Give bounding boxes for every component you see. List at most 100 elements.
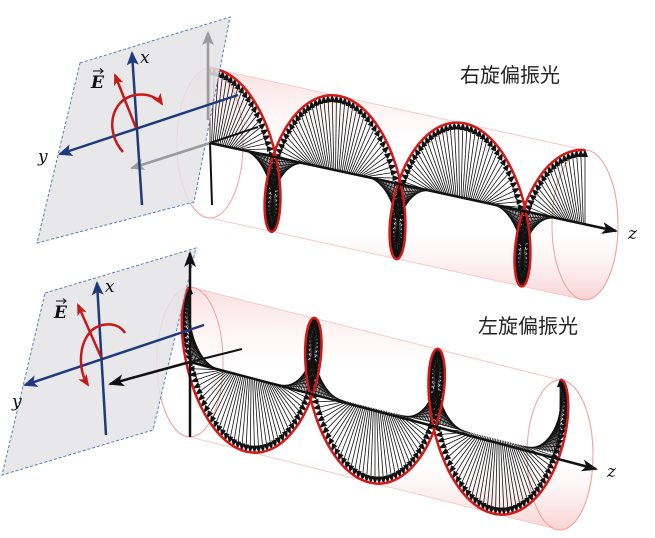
field-vector-arrow (348, 114, 370, 174)
field-vector-arrow (221, 81, 241, 146)
field-vector-arrow (340, 98, 352, 172)
field-vector-arrow (314, 401, 348, 416)
field-vector-arrow (190, 370, 224, 383)
field-vector-arrow (282, 132, 314, 166)
field-vector-arrow (234, 122, 267, 149)
x-axis-label: x (105, 277, 115, 297)
field-vector-arrow (227, 375, 244, 445)
field-vector-arrow (421, 139, 446, 195)
field-vector-arrow (540, 173, 568, 222)
field-vector-arrow (239, 376, 249, 452)
field-vector-arrow (285, 126, 315, 167)
field-vector-arrow (462, 435, 485, 494)
field-vector-arrow (387, 411, 409, 473)
field-vector-arrow (537, 178, 566, 221)
x-reference-axis (209, 126, 259, 144)
field-vector-arrow (223, 374, 242, 442)
field-vector-arrow (237, 135, 272, 150)
field-vector-arrow (465, 436, 487, 499)
field-vector-arrow (448, 434, 479, 474)
field-vector-arrow (344, 405, 365, 470)
field-vector-arrow (558, 155, 576, 223)
field-vector-arrow (477, 152, 504, 202)
field-vector-arrow (472, 138, 493, 201)
field-vector-arrow (569, 150, 581, 224)
field-vector-arrow (231, 375, 246, 448)
field-vector-arrow (468, 131, 486, 200)
field-vector-arrow (443, 123, 455, 197)
field-vector-arrow (291, 117, 318, 167)
field-vector-arrow (329, 94, 336, 171)
field-vector-arrow (458, 435, 484, 490)
x-axis-label: x (140, 48, 150, 68)
field-vector-arrow (516, 443, 544, 490)
z-axis (209, 141, 618, 234)
field-vector-arrow (475, 147, 500, 202)
field-vector-arrow (504, 441, 519, 513)
field-vector-arrow (439, 124, 454, 197)
field-vector-arrow (298, 109, 322, 168)
field-vector-arrow (240, 145, 275, 152)
field-vector-arrow (235, 376, 247, 450)
field-vector-arrow (517, 444, 547, 486)
x-reference-axis-vertical (209, 142, 213, 206)
field-label: E (90, 73, 105, 93)
field-vector-arrow (394, 188, 429, 195)
field-vector-arrow (317, 96, 330, 170)
field-vector-arrow (268, 162, 303, 169)
field-vector-arrow (432, 129, 451, 196)
field-vector-arrow (354, 134, 384, 175)
field-vector-arrow (503, 440, 515, 515)
field-vector-arrow (447, 122, 457, 197)
field-vector-arrow (501, 440, 511, 516)
field-vector-arrow (565, 151, 579, 224)
x-reference-axis-short (189, 348, 243, 363)
z-axis-label: z (606, 462, 617, 482)
field-vector-arrow (220, 374, 241, 438)
field-vector-arrow (194, 370, 228, 396)
field-vector-arrow (182, 342, 215, 369)
field-vector-arrow (330, 403, 358, 452)
field-vector-arrow (478, 157, 507, 203)
field-vector-arrow (268, 381, 295, 431)
y-axis-label: y (11, 392, 22, 412)
field-vector-arrow (216, 373, 239, 434)
field-vector-arrow (463, 124, 474, 199)
field-vector-arrow (255, 378, 266, 453)
field-vector-arrow (266, 381, 292, 435)
field-vector-arrow (465, 126, 478, 200)
field-vector-arrow (359, 152, 393, 177)
field-vector-arrow (271, 382, 302, 422)
field-vector-arrow (270, 382, 298, 427)
field-vector-arrow (313, 98, 328, 169)
y-axis (23, 323, 205, 387)
field-vector-arrow (417, 143, 444, 195)
field-vector-arrow (222, 85, 244, 146)
field-vector-arrow (518, 217, 553, 225)
field-vector-arrow (544, 169, 570, 222)
field-vector-arrow (430, 415, 464, 432)
field-vector-arrow (517, 217, 551, 230)
ghost-y-axis (130, 141, 211, 171)
field-vector-arrow (351, 123, 378, 175)
helix-rings (180, 285, 570, 516)
field-vector-arrow (455, 121, 462, 198)
field-vector-arrow (480, 163, 510, 203)
field-vector-arrow (408, 157, 439, 194)
y-axis-label: y (37, 147, 48, 167)
field-vector-arrow (352, 406, 368, 477)
field-vector-arrow (243, 376, 250, 453)
field-vector-arrow (257, 378, 270, 452)
field-vector-arrow (473, 142, 497, 201)
field-vector-arrow (219, 78, 237, 146)
field-vector-arrow (376, 408, 383, 485)
field-vector-arrow (508, 441, 527, 509)
field-vector-arrow (526, 199, 560, 220)
field-vector-arrow (514, 443, 541, 495)
field-vector-arrow (425, 135, 447, 195)
field-vector-arrow (488, 193, 523, 205)
field-vector-arrow (214, 70, 226, 145)
field-vector-arrow (573, 149, 583, 225)
field-vector-arrow (411, 152, 441, 194)
field-vector-arrow (562, 153, 578, 224)
